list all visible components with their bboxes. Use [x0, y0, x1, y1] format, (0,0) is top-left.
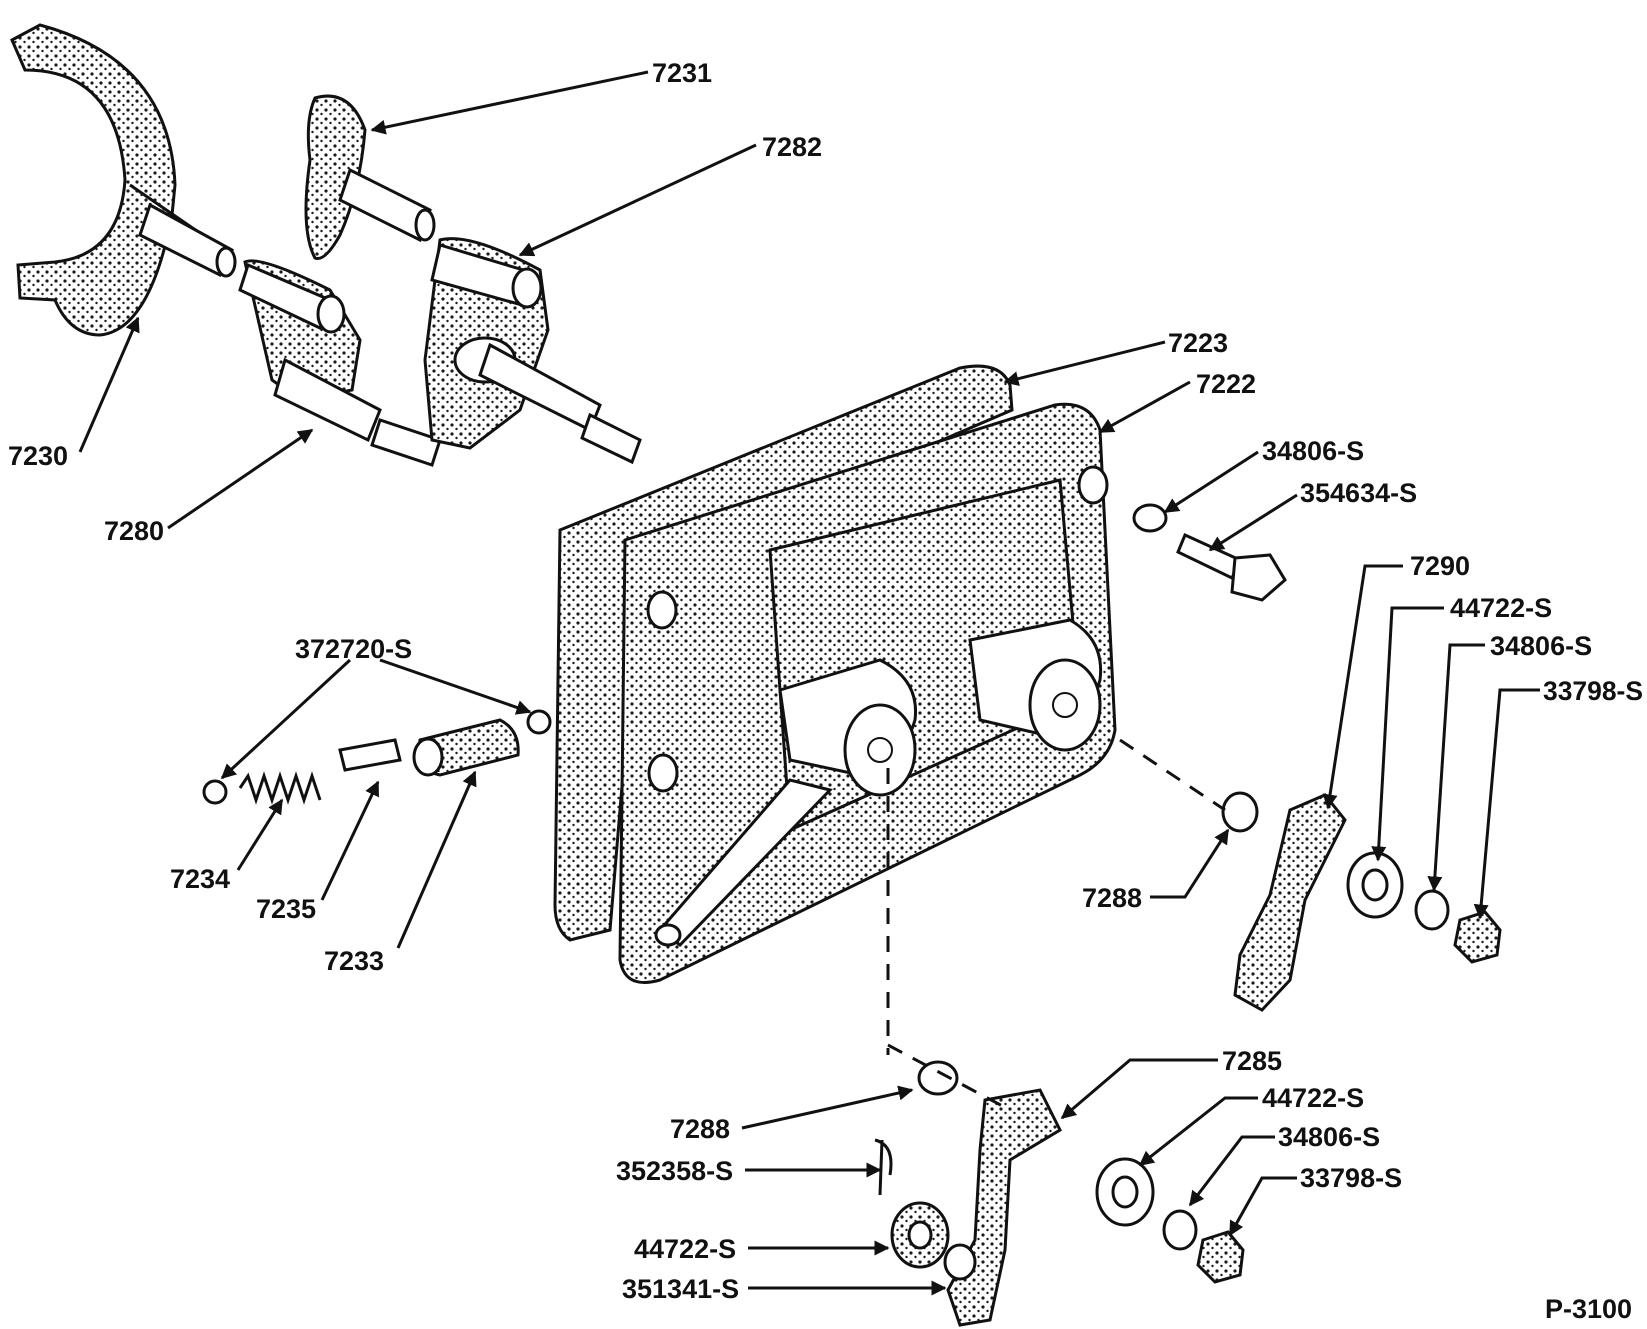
label-7230: 7230 [8, 441, 68, 471]
label-7231: 7231 [652, 58, 712, 88]
outer-lever-7285 [946, 1088, 1062, 1327]
upper-outer-lever-group [1221, 791, 1502, 1012]
label-7282: 7282 [762, 132, 822, 162]
label-7285: 7285 [1222, 1046, 1282, 1076]
label-372720-s: 372720-S [295, 634, 412, 664]
label-33798-s-lower: 33798-S [1300, 1163, 1402, 1193]
detent-spring-7234 [238, 771, 322, 805]
leader-lines [78, 70, 1540, 1296]
label-44722-s-upper: 44722-S [1450, 593, 1552, 623]
lock-washer-34806-s-upper [1414, 889, 1450, 931]
label-34806-s-upper: 34806-S [1490, 631, 1592, 661]
label-33798-s-upper: 33798-S [1543, 676, 1643, 706]
nut-33798-s-upper [1453, 910, 1502, 964]
label-352358-s: 352358-S [616, 1156, 733, 1186]
label-34806-s-lower: 34806-S [1278, 1122, 1380, 1152]
label-7223: 7223 [1168, 328, 1228, 358]
label-7234: 7234 [170, 864, 230, 894]
detent-plug-7235 [338, 738, 402, 772]
lock-washer-34806-s [1132, 503, 1168, 533]
label-7290: 7290 [1410, 551, 1470, 581]
detent-parts [202, 709, 552, 805]
bolt-354634-s [1176, 532, 1242, 581]
lock-washer-34806-s-lower [1162, 1209, 1198, 1251]
plate-number: P-3100 [1545, 1294, 1632, 1324]
cotter-pin-352358-s [874, 1138, 893, 1196]
oil-seal-7288-upper [1221, 791, 1259, 833]
label-7222: 7222 [1196, 369, 1256, 399]
label-44722-s-lower-left: 44722-S [634, 1234, 736, 1264]
label-7280: 7280 [104, 516, 164, 546]
washer-351341-s [943, 1243, 977, 1281]
label-7288-lower: 7288 [670, 1114, 730, 1144]
shift-fork-7231 [304, 94, 436, 260]
label-351341-s: 351341-S [622, 1274, 739, 1304]
shift-lever-shaft-7280 [238, 259, 442, 467]
shift-fork-7230 [10, 23, 237, 337]
lower-outer-lever-group [874, 1060, 1245, 1327]
transmission-cover-7222 [618, 402, 1117, 984]
label-34806-s-bolt-washer: 34806-S [1262, 436, 1364, 466]
assembly-line-upper [1119, 738, 1226, 812]
bolt-and-washer [1132, 503, 1287, 602]
label-44722-s-lower-right: 44722-S [1262, 1083, 1364, 1113]
label-7233: 7233 [324, 946, 384, 976]
label-7288-upper: 7288 [1082, 883, 1142, 913]
assembly-line-lower [887, 1043, 1011, 1112]
shift-lever-shaft-7282 [423, 237, 642, 465]
label-354634-s: 354634-S [1300, 478, 1417, 508]
nut-33798-s-lower [1196, 1230, 1245, 1284]
interlock-ball-372720-s-2 [526, 709, 552, 735]
interlock-ball-372720-s [202, 779, 228, 805]
label-7235: 7235 [256, 894, 316, 924]
oil-seal-7288-lower [917, 1060, 959, 1096]
